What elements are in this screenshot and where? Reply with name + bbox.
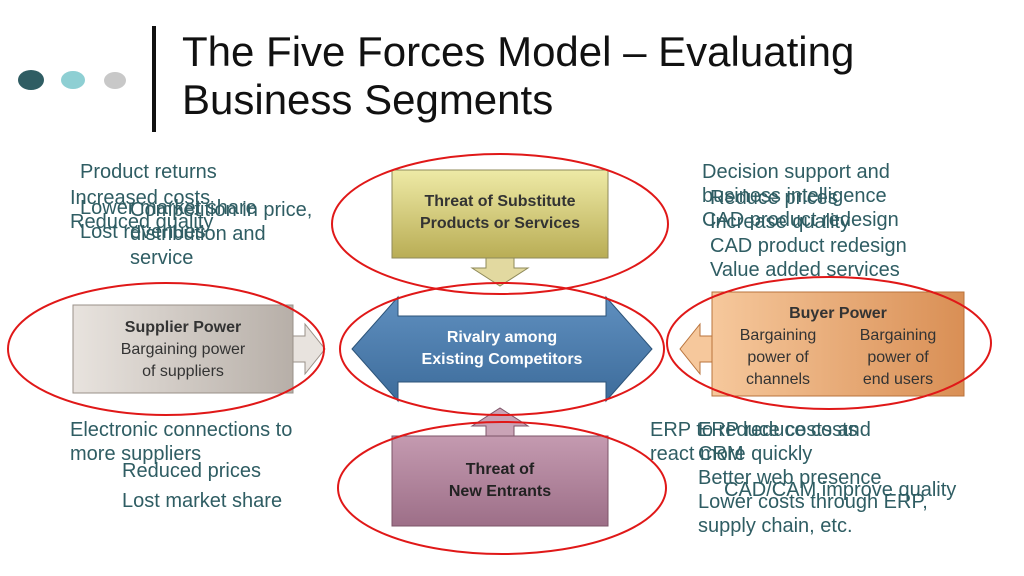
highlight-ellipse-center [339,282,665,416]
buyer-col2-line1: Bargaining [860,327,937,344]
note-erp-reduce-costs: ERP reduce costs CRM Better web presence… [698,419,928,537]
highlight-ellipse-right [666,276,992,410]
title-line-2: Business Segments [182,76,554,123]
substitutes-line-2: Products or Services [420,215,580,232]
supplier-line-2: Bargaining power [121,341,246,358]
threat-of-substitutes-box: Threat of Substitute Products or Service… [391,169,609,287]
highlight-ellipse-top [331,153,669,295]
supplier-line-1: Supplier Power [125,319,241,336]
note-increased-costs: Increased costs Reduced quality [70,187,214,233]
note-erp-react: ERP to reduce costs and react more quick… [650,419,871,465]
decor-dot-teal [61,71,85,89]
buyer-col1-line2: power of [747,349,809,366]
buyer-col2-line3: end users [863,371,933,388]
note-lower-market-share: Lower market share Lost revenues [80,197,257,243]
buyer-col1-line1: Bargaining [740,327,817,344]
rivalry-arrow: Rivalry among Existing Competitors [351,295,653,403]
note-electronic-connections: Electronic connections to more suppliers [70,419,293,465]
note-product-returns: Product returns [80,161,217,183]
note-competition: Competition in price, distribution and s… [130,199,313,269]
decor-dot-gray [104,72,126,89]
threat-of-new-entrants-box: Threat of New Entrants [391,407,609,527]
note-decision-support: Decision support and business intelligen… [702,161,899,231]
rivalry-line-2: Existing Competitors [422,351,583,368]
entrants-line-2: New Entrants [449,483,551,500]
note-cad-cam: CAD/CAM improve quality [724,479,957,501]
right-arrow-icon [292,322,326,376]
title-line-1: The Five Forces Model – Evaluating [182,28,855,75]
highlight-ellipse-bottom [337,421,667,555]
buyer-title: Buyer Power [789,305,887,322]
page-title: The Five Forces Model – Evaluating Busin… [182,28,1002,124]
supplier-line-3: of suppliers [142,363,224,380]
left-arrow-icon [679,322,713,376]
buyer-power-box: Buyer Power Bargaining power of channels… [679,291,965,397]
substitutes-line-1: Threat of Substitute [424,193,575,210]
buyer-col1-line3: channels [746,371,810,388]
highlight-ellipse-left [7,282,325,416]
note-reduce-prices: Reduce prices Increase quality CAD produ… [710,187,907,281]
buyer-col2-line2: power of [867,349,929,366]
down-arrow-icon [470,257,530,287]
title-divider [152,26,156,132]
note-reduced-prices: Reduced prices Lost market share [122,460,283,512]
supplier-power-box: Supplier Power Bargaining power of suppl… [72,304,326,394]
rivalry-line-1: Rivalry among [447,329,557,346]
decor-dot-dark [18,70,44,90]
entrants-line-1: Threat of [466,461,535,478]
